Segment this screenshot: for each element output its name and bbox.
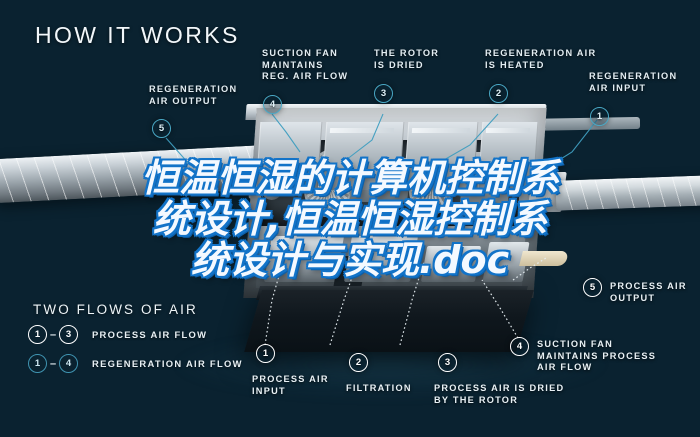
legend-title: TWO FLOWS OF AIR xyxy=(33,302,198,317)
callout-label-process-air-dried: PROCESS AIR IS DRIED BY THE ROTOR xyxy=(434,383,565,405)
legend-badge-from: 1 xyxy=(28,325,47,344)
legend-dash: – xyxy=(49,357,57,370)
callout-badge-process-5[interactable]: 5 xyxy=(583,278,602,297)
callout-label-suction-fan-process: SUCTION FAN MAINTAINS PROCESS AIR FLOW xyxy=(537,339,657,373)
callout-label-rotor-is-dried: THE ROTOR IS DRIED xyxy=(374,48,440,70)
callout-badge-regeneration-5[interactable]: 5 xyxy=(152,119,171,138)
legend-badge-from: 1 xyxy=(28,354,47,373)
callout-badge-regeneration-2[interactable]: 2 xyxy=(489,84,508,103)
legend-badge-to: 4 xyxy=(59,354,78,373)
callout-badge-process-1[interactable]: 1 xyxy=(256,344,275,363)
legend-dash: – xyxy=(49,328,57,341)
callout-badge-process-3[interactable]: 3 xyxy=(438,353,457,372)
callout-badge-regeneration-4[interactable]: 4 xyxy=(263,95,282,114)
page-title: HOW IT WORKS xyxy=(35,22,240,48)
legend-row-process-air-flow: 1 – 3 PROCESS AIR FLOW xyxy=(28,325,207,344)
legend-row-regeneration-air-flow: 1 – 4 REGENERATION AIR FLOW xyxy=(28,354,243,373)
callout-label-process-air-input: PROCESS AIR INPUT xyxy=(252,374,329,396)
callout-label-filtration: FILTRATION xyxy=(346,383,412,393)
callout-badge-process-2[interactable]: 2 xyxy=(349,353,368,372)
legend-badge-to: 3 xyxy=(59,325,78,344)
legend-label-regeneration-air-flow: REGENERATION AIR FLOW xyxy=(92,358,243,369)
callout-label-regeneration-air-output: REGENERATION AIR OUTPUT xyxy=(149,84,238,106)
callout-badge-regeneration-1[interactable]: 1 xyxy=(590,107,609,126)
callout-label-regeneration-air-input: REGENERATION AIR INPUT xyxy=(589,71,678,93)
callout-badge-regeneration-3[interactable]: 3 xyxy=(374,84,393,103)
legend-label-process-air-flow: PROCESS AIR FLOW xyxy=(92,329,208,340)
callout-label-regeneration-air-heated: REGENERATION AIR IS HEATED xyxy=(485,48,597,70)
callout-label-process-air-output: PROCESS AIR OUTPUT xyxy=(610,281,687,303)
callout-badge-process-4[interactable]: 4 xyxy=(510,337,529,356)
callout-label-suction-fan-reg: SUCTION FAN MAINTAINS REG. AIR FLOW xyxy=(262,48,349,82)
